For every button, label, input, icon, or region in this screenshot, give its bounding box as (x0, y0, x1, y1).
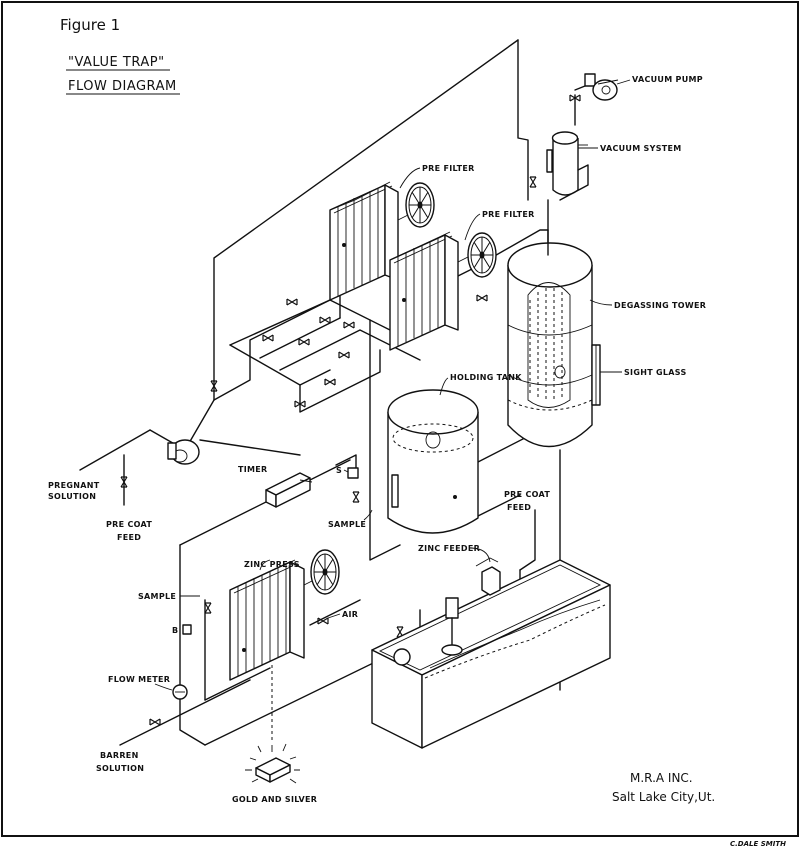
sample-box-s (347, 467, 359, 479)
recirculation-pump (167, 439, 200, 465)
pre-filter-1 (329, 181, 435, 301)
timer-box (265, 472, 311, 508)
vacuum-system-tank (546, 131, 589, 201)
degassing-tower (507, 229, 601, 448)
label-flow-meter: FLOW METER (108, 675, 170, 684)
holding-tank (387, 389, 479, 534)
label-holding-tank: HOLDING TANK (450, 373, 522, 382)
label-pregnant-solution-1: PREGNANT (48, 481, 100, 490)
label-sample-2: SAMPLE (138, 592, 176, 601)
sample-box-b (182, 624, 192, 635)
label-barren-solution-1: BARREN (100, 751, 139, 760)
label-b-marker: B (172, 626, 178, 635)
company-name: M.R.A INC. (630, 771, 693, 785)
label-pre-filter-1: PRE FILTER (422, 164, 475, 173)
label-zinc-press: ZINC PRESS (244, 560, 300, 569)
diagram-title-line2: FLOW DIAGRAM (68, 79, 177, 94)
zinc-press (229, 549, 340, 681)
page-border (1, 1, 799, 837)
label-gold-and-silver: GOLD AND SILVER (232, 795, 317, 804)
label-pre-coat-feed-b-2: FEED (507, 503, 531, 512)
zinc-mixing-tank (371, 557, 611, 749)
label-pre-coat-feed-b-1: PRE COAT (504, 490, 550, 499)
vacuum-pump (584, 73, 631, 101)
label-sight-glass: SIGHT GLASS (624, 368, 687, 377)
artist-signature: C.DALE SMITH (730, 840, 786, 848)
pre-filter-2 (389, 231, 497, 351)
label-timer: TIMER (238, 465, 268, 474)
label-pre-coat-feed-1: PRE COAT (106, 520, 152, 529)
diagram-title-line1: "VALUE TRAP" (68, 55, 165, 70)
label-sample-1: SAMPLE (328, 520, 366, 529)
company-location: Salt Lake City,Ut. (612, 790, 715, 804)
label-zinc-feeder: ZINC FEEDER (418, 544, 480, 553)
label-degassing-tower: DEGASSING TOWER (614, 301, 706, 310)
label-vacuum-system: VACUUM SYSTEM (600, 144, 682, 153)
figure-label: Figure 1 (60, 16, 120, 34)
label-pre-coat-feed-2: FEED (117, 533, 141, 542)
label-air: AIR (342, 610, 358, 619)
label-s-marker: S (336, 466, 342, 475)
label-pre-filter-2: PRE FILTER (482, 210, 535, 219)
label-barren-solution-2: SOLUTION (96, 764, 144, 773)
labels: VACUUM PUMP VACUUM SYSTEM PRE FILTER PRE… (48, 75, 706, 804)
leader-lines (154, 79, 622, 691)
gold-silver-bar (245, 665, 300, 784)
flow-meter (172, 684, 188, 700)
label-pregnant-solution-2: SOLUTION (48, 492, 96, 501)
label-vacuum-pump: VACUUM PUMP (632, 75, 703, 84)
